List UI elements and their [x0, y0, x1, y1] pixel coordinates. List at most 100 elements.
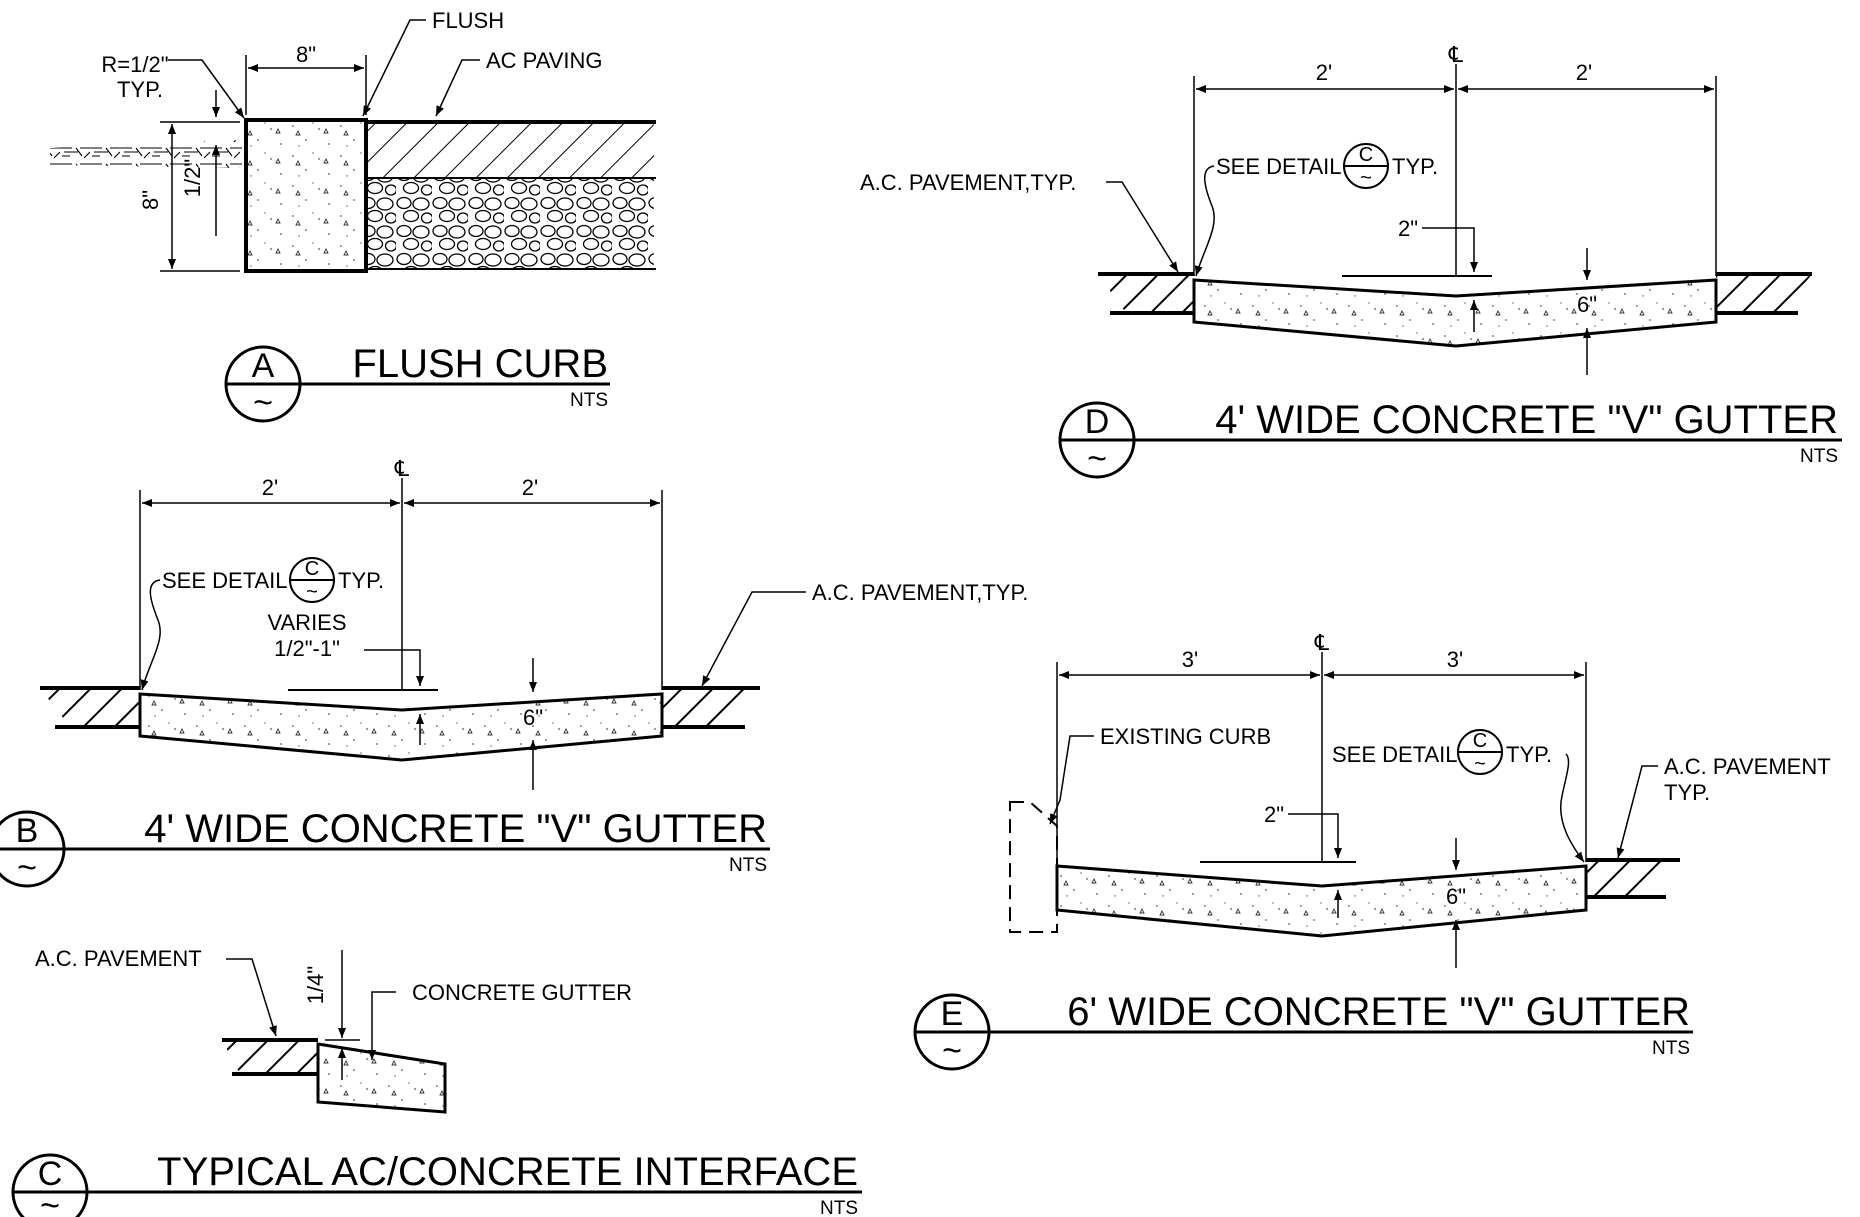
ac-pavement-right [662, 688, 760, 727]
ac-paving-note: AC PAVING [486, 48, 603, 73]
detail-title: FLUSH CURB [352, 342, 608, 386]
scale-note: NTS [1652, 1038, 1690, 1059]
ac-pavement-note-typ: TYP. [1664, 780, 1710, 805]
detail-letter: C [38, 1155, 63, 1193]
depth-note: 2" [1398, 216, 1418, 241]
dim-right: 2' [522, 475, 538, 500]
gutter-leader [368, 991, 396, 1060]
centerline-symbol: ℄ [1314, 630, 1330, 655]
existing-curb-note: EXISTING CURB [1100, 724, 1271, 749]
existing-curb-leader [1049, 735, 1094, 825]
ac-pavement-note: A.C. PAVEMENT [1664, 754, 1831, 779]
detail-d-v-gutter: ℄ 2' 2' A.C. PAVEMENT,TYP. SEE DETAIL C … [860, 42, 1842, 479]
typ-note: TYP. [338, 568, 384, 593]
depth-note: 2" [1264, 802, 1284, 827]
detail-reference-bubble: C ~ [1343, 143, 1389, 189]
dim-left: 2' [1316, 60, 1332, 85]
ac-pavement-right [1586, 860, 1680, 897]
thickness-dimension: 6" [1577, 292, 1597, 317]
reference-sheet: ~ [1360, 167, 1372, 189]
concrete-gutter [1192, 278, 1718, 348]
depth-leader [1288, 813, 1342, 858]
detail-title: 6' WIDE CONCRETE "V" GUTTER [1067, 990, 1690, 1034]
typ-note: TYP. [1506, 742, 1552, 767]
see-detail-note: SEE DETAIL [1216, 154, 1342, 179]
sheet-symbol: ~ [942, 1032, 962, 1070]
height-dimension: 8" [138, 190, 163, 210]
lip-dimension: 1/4" [303, 966, 328, 1004]
see-detail-note: SEE DETAIL [1332, 742, 1458, 767]
centerline-symbol: ℄ [1448, 42, 1464, 67]
reference-letter: C [1473, 730, 1487, 752]
pavement-leader [1106, 181, 1179, 273]
aggregate-base-section [368, 178, 654, 269]
flush-leader [362, 19, 426, 117]
paving-leader [435, 59, 480, 117]
detail-b-callout: B ~ 4' WIDE CONCRETE "V" GUTTER NTS [0, 807, 770, 888]
dim-right: 2' [1576, 60, 1592, 85]
scale-note: NTS [820, 1198, 858, 1217]
ac-pavement-left [40, 688, 140, 727]
varies-range: 1/2"-1" [274, 636, 340, 661]
thickness-dimension: 6" [1446, 884, 1466, 909]
detail-d-callout: D ~ 4' WIDE CONCRETE "V" GUTTER NTS [1058, 398, 1842, 479]
reference-sheet: ~ [1474, 753, 1486, 775]
ac-pavement-right [1716, 274, 1812, 313]
pavement-leader [1616, 765, 1658, 859]
width-dimension: 8" [296, 42, 316, 67]
detail-reference-bubble: C ~ [1457, 729, 1503, 775]
detail-letter: A [252, 347, 275, 385]
concrete-gutter [316, 1042, 447, 1114]
concrete-gutter-note: CONCRETE GUTTER [412, 980, 632, 1005]
detail-b-v-gutter: ℄ 2' 2' SEE DETAIL C ~ TYP. VARIES 1/2"-… [0, 456, 1028, 888]
detail-reference-bubble: C ~ [289, 557, 335, 603]
sheet-symbol: ~ [1087, 440, 1107, 478]
scale-note: NTS [570, 390, 608, 411]
detail-title: 4' WIDE CONCRETE "V" GUTTER [1215, 398, 1838, 442]
detail-a-callout: A ~ FLUSH CURB NTS [224, 342, 610, 423]
concrete-gutter [1055, 864, 1588, 938]
reference-letter: C [305, 558, 319, 580]
centerline-symbol: ℄ [394, 456, 410, 481]
sheet-symbol: ~ [17, 849, 37, 887]
scale-note: NTS [1800, 446, 1838, 467]
ac-pavement-note: A.C. PAVEMENT,TYP. [812, 580, 1028, 605]
varies-leader [364, 649, 424, 686]
detail-letter: E [941, 995, 964, 1033]
pavement-leader [226, 958, 277, 1037]
dim-right: 3' [1447, 647, 1463, 672]
detail-letter: D [1085, 403, 1110, 441]
detail-c-interface: 1/4" A.C. PAVEMENT CONCRETE GUTTER C ~ T… [11, 946, 862, 1217]
detail-a-flush-curb: 8" 8" 1/2" R=1/2" TYP. FLUSH AC PAVING A… [50, 8, 656, 423]
see-detail-leader [1194, 165, 1215, 277]
pavement-leader [701, 591, 806, 687]
dim-left: 3' [1182, 647, 1198, 672]
radius-leader [168, 59, 245, 119]
ac-pavement-note: A.C. PAVEMENT [35, 946, 202, 971]
sheet-symbol: ~ [40, 1187, 60, 1217]
typ-note: TYP. [1392, 154, 1438, 179]
dim-left: 2' [262, 475, 278, 500]
detail-title: 4' WIDE CONCRETE "V" GUTTER [144, 807, 767, 851]
reference-sheet: ~ [306, 581, 318, 603]
concrete-curb [244, 118, 368, 273]
detail-c-callout: C ~ TYPICAL AC/CONCRETE INTERFACE NTS [11, 1150, 862, 1217]
subgrade-earth [50, 140, 242, 168]
ac-pavement-note: A.C. PAVEMENT,TYP. [860, 170, 1076, 195]
detail-e-v-gutter: ℄ 3' 3' EXISTING CURB SEE DETAIL C ~ TYP… [913, 630, 1831, 1071]
detail-e-callout: E ~ 6' WIDE CONCRETE "V" GUTTER NTS [913, 990, 1693, 1071]
reveal-dimension: 1/2" [180, 159, 205, 197]
scale-note: NTS [729, 855, 767, 876]
depth-leader [1422, 227, 1478, 272]
see-detail-note: SEE DETAIL [162, 568, 288, 593]
see-detail-leader [1560, 753, 1585, 863]
ac-paving-section [368, 122, 654, 178]
thickness-dimension: 6" [523, 705, 543, 730]
ac-pavement [222, 1040, 318, 1074]
radius-note: R=1/2" [101, 52, 168, 77]
ac-pavement-left [1098, 274, 1194, 313]
existing-curb-outline [1009, 801, 1058, 933]
see-detail-leader [140, 579, 161, 691]
concrete-gutter [138, 692, 664, 762]
